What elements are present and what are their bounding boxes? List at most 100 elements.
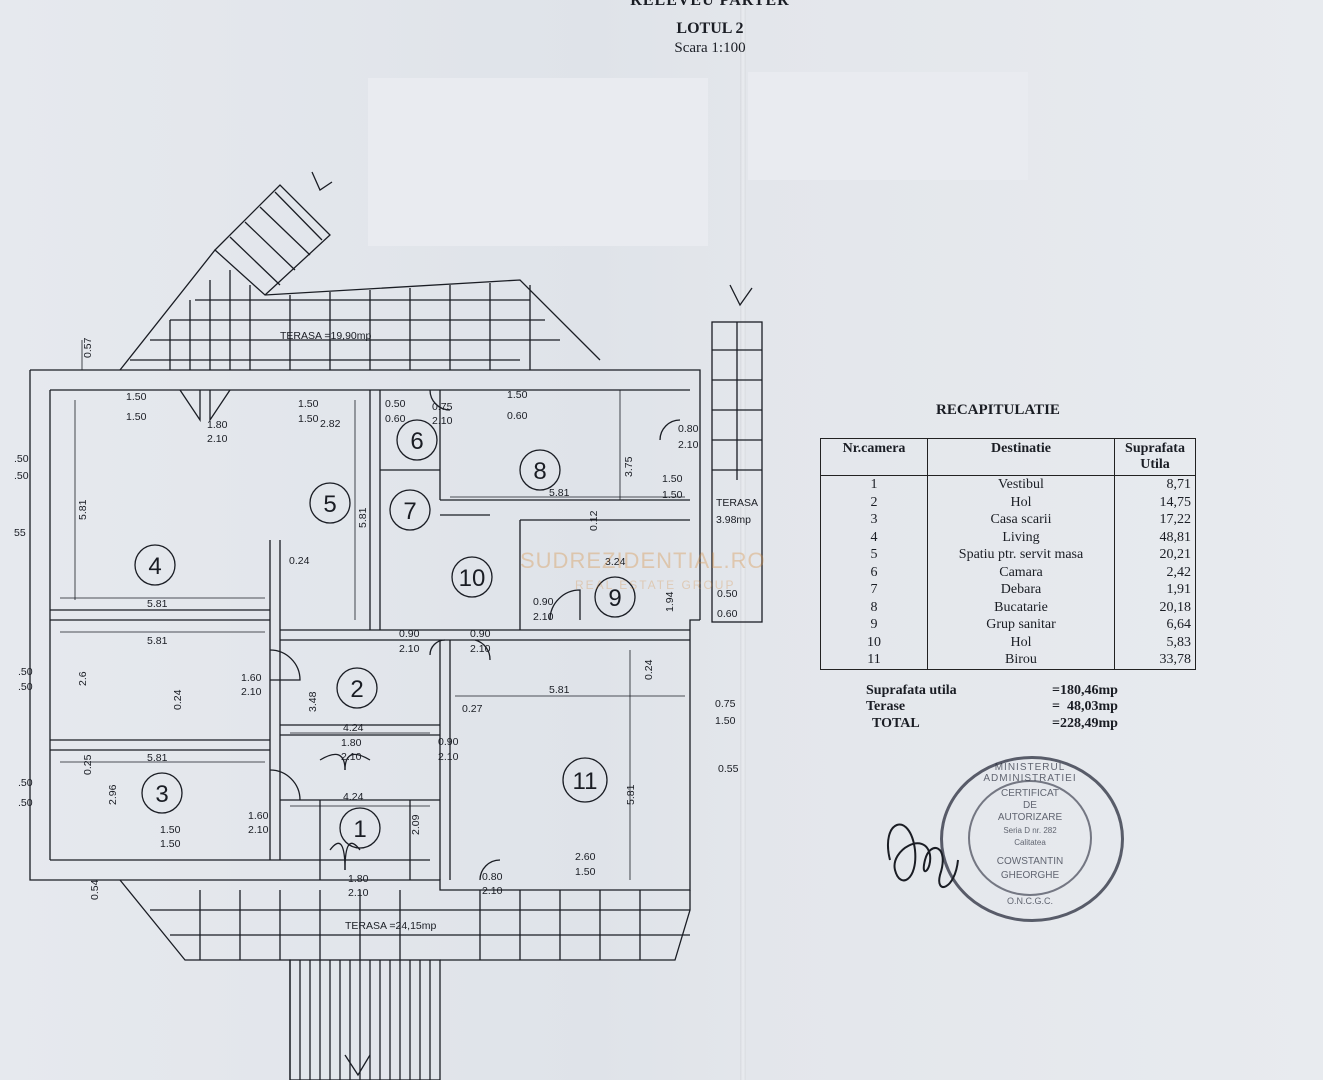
room-destination: Living: [927, 528, 1115, 546]
room-number-1: 1: [353, 816, 366, 843]
room-number: 2: [820, 493, 928, 511]
redacted-area-right: [748, 72, 1028, 180]
room-area: 17,22: [1114, 511, 1196, 529]
room-number-7: 7: [403, 498, 416, 525]
room-number: 11: [820, 651, 928, 670]
room-area: 8,71: [1114, 475, 1196, 494]
stamp-line: AUTORIZARE: [997, 812, 1063, 823]
dim-label: 1.80: [207, 419, 228, 431]
dim-label: 0.60: [717, 608, 738, 620]
room-number-10: 10: [459, 565, 486, 592]
dim-label: .50: [18, 666, 33, 678]
room-number-6: 6: [410, 428, 423, 455]
room-circle-3: [141, 772, 183, 814]
dim-label: 5.81: [147, 598, 168, 610]
stamp-line: DE: [1023, 800, 1037, 811]
page-fold: [740, 0, 746, 1080]
stamp-line: COWSTANTIN: [996, 856, 1064, 867]
dim-label: 1.80: [341, 737, 362, 749]
room-destination: Grup sanitar: [927, 616, 1115, 634]
room-circle-6: [396, 419, 438, 461]
dim-label: 0.60: [385, 413, 406, 425]
room-circle-8: [519, 449, 561, 491]
dim-label: 2.10: [470, 643, 491, 655]
room-number: 9: [820, 616, 928, 634]
plan-title: RELEVEU PARTER: [630, 0, 790, 9]
dim-label: 5.81: [549, 684, 570, 696]
dim-label: 2.6: [77, 671, 89, 686]
watermark-brand: SUDREZIDENTIAL.RO: [520, 548, 766, 573]
total-label-terraces: Terase: [866, 699, 906, 714]
dim-label: 1.50: [126, 391, 147, 403]
dim-label: 2.82: [320, 418, 341, 430]
room-area: 20,21: [1114, 546, 1196, 564]
summary-header-row: Nr.camera Destinatie Suprafata Utila: [820, 438, 1196, 476]
dim-label: 2.60: [575, 851, 596, 863]
room-circle-9: [594, 576, 636, 618]
dim-label: 2.10: [432, 415, 453, 427]
stamp-line: CERTIFICAT: [1001, 788, 1059, 799]
outer-wall-left: [29, 370, 700, 891]
dim-label: 5.81: [625, 784, 637, 805]
room-circle-5: [309, 482, 351, 524]
room-destination: Bucatarie: [927, 598, 1115, 616]
dim-label: 0.80: [482, 871, 503, 883]
dim-label: 2.10: [533, 611, 554, 623]
room-circle-1: [339, 807, 381, 849]
dim-label: 55: [14, 527, 26, 539]
terrace-label-right: TERASA: [716, 497, 758, 509]
dim-label: 0.24: [172, 689, 184, 710]
dim-label: 5.81: [549, 487, 570, 499]
dim-label: .50: [18, 777, 33, 789]
dim-label: 2.10: [482, 885, 503, 897]
official-stamp-inner: [968, 780, 1092, 896]
watermark-tagline: REAL ESTATE GROUP: [575, 578, 736, 592]
room-area: 2,42: [1114, 563, 1196, 581]
room-number: 5: [820, 546, 928, 564]
terrace-top: [119, 249, 601, 371]
dim-label: 4.24: [343, 722, 364, 734]
room-area: 33,78: [1114, 651, 1196, 670]
room-circle-7: [389, 489, 431, 531]
dim-label: 0.12: [588, 510, 600, 531]
dim-label: 2.10: [348, 887, 369, 899]
dim-label: 0.54: [89, 879, 101, 900]
dim-label: 1.50: [160, 838, 181, 850]
room-area: 1,91: [1114, 581, 1196, 599]
dim-label: 0.24: [289, 555, 310, 567]
room-circle-11: [562, 757, 608, 803]
stamp-line: O.N.C.G.C.: [1006, 896, 1053, 906]
dim-label: 0.60: [507, 410, 528, 422]
dim-label: 2.10: [241, 686, 262, 698]
dim-label: 1.60: [241, 672, 262, 684]
terrace-label-top: TERASA =19,90mp: [280, 330, 372, 342]
terrace-area-right: 3.98mp: [716, 514, 751, 526]
dim-label: 3.75: [623, 456, 635, 477]
room-destination: Vestibul: [927, 475, 1115, 494]
dim-label: 4.24: [343, 791, 364, 803]
room-circle-10: [451, 556, 493, 598]
dim-label: 0.24: [643, 659, 655, 680]
stamp-line: Calitatea: [1014, 838, 1046, 847]
room-destination: Casa scarii: [927, 511, 1115, 529]
room-number-4: 4: [148, 553, 161, 580]
dim-label: 0.90: [399, 628, 420, 640]
plan-lot: LOTUL 2: [676, 20, 744, 37]
dim-label: 1.50: [662, 473, 683, 485]
room-number-5: 5: [323, 491, 336, 518]
room-area: 5,83: [1114, 633, 1196, 651]
room-number: 10: [820, 633, 928, 651]
room-destination: Spatiu ptr. servit masa: [927, 546, 1115, 564]
total-value-grand: =228,49mp: [1052, 716, 1118, 731]
total-label-grand: TOTAL: [872, 716, 920, 731]
dim-label: .50: [18, 797, 33, 809]
room-circle-4: [134, 544, 176, 586]
room-area: 6,64: [1114, 616, 1196, 634]
dim-label: 0.50: [717, 588, 738, 600]
